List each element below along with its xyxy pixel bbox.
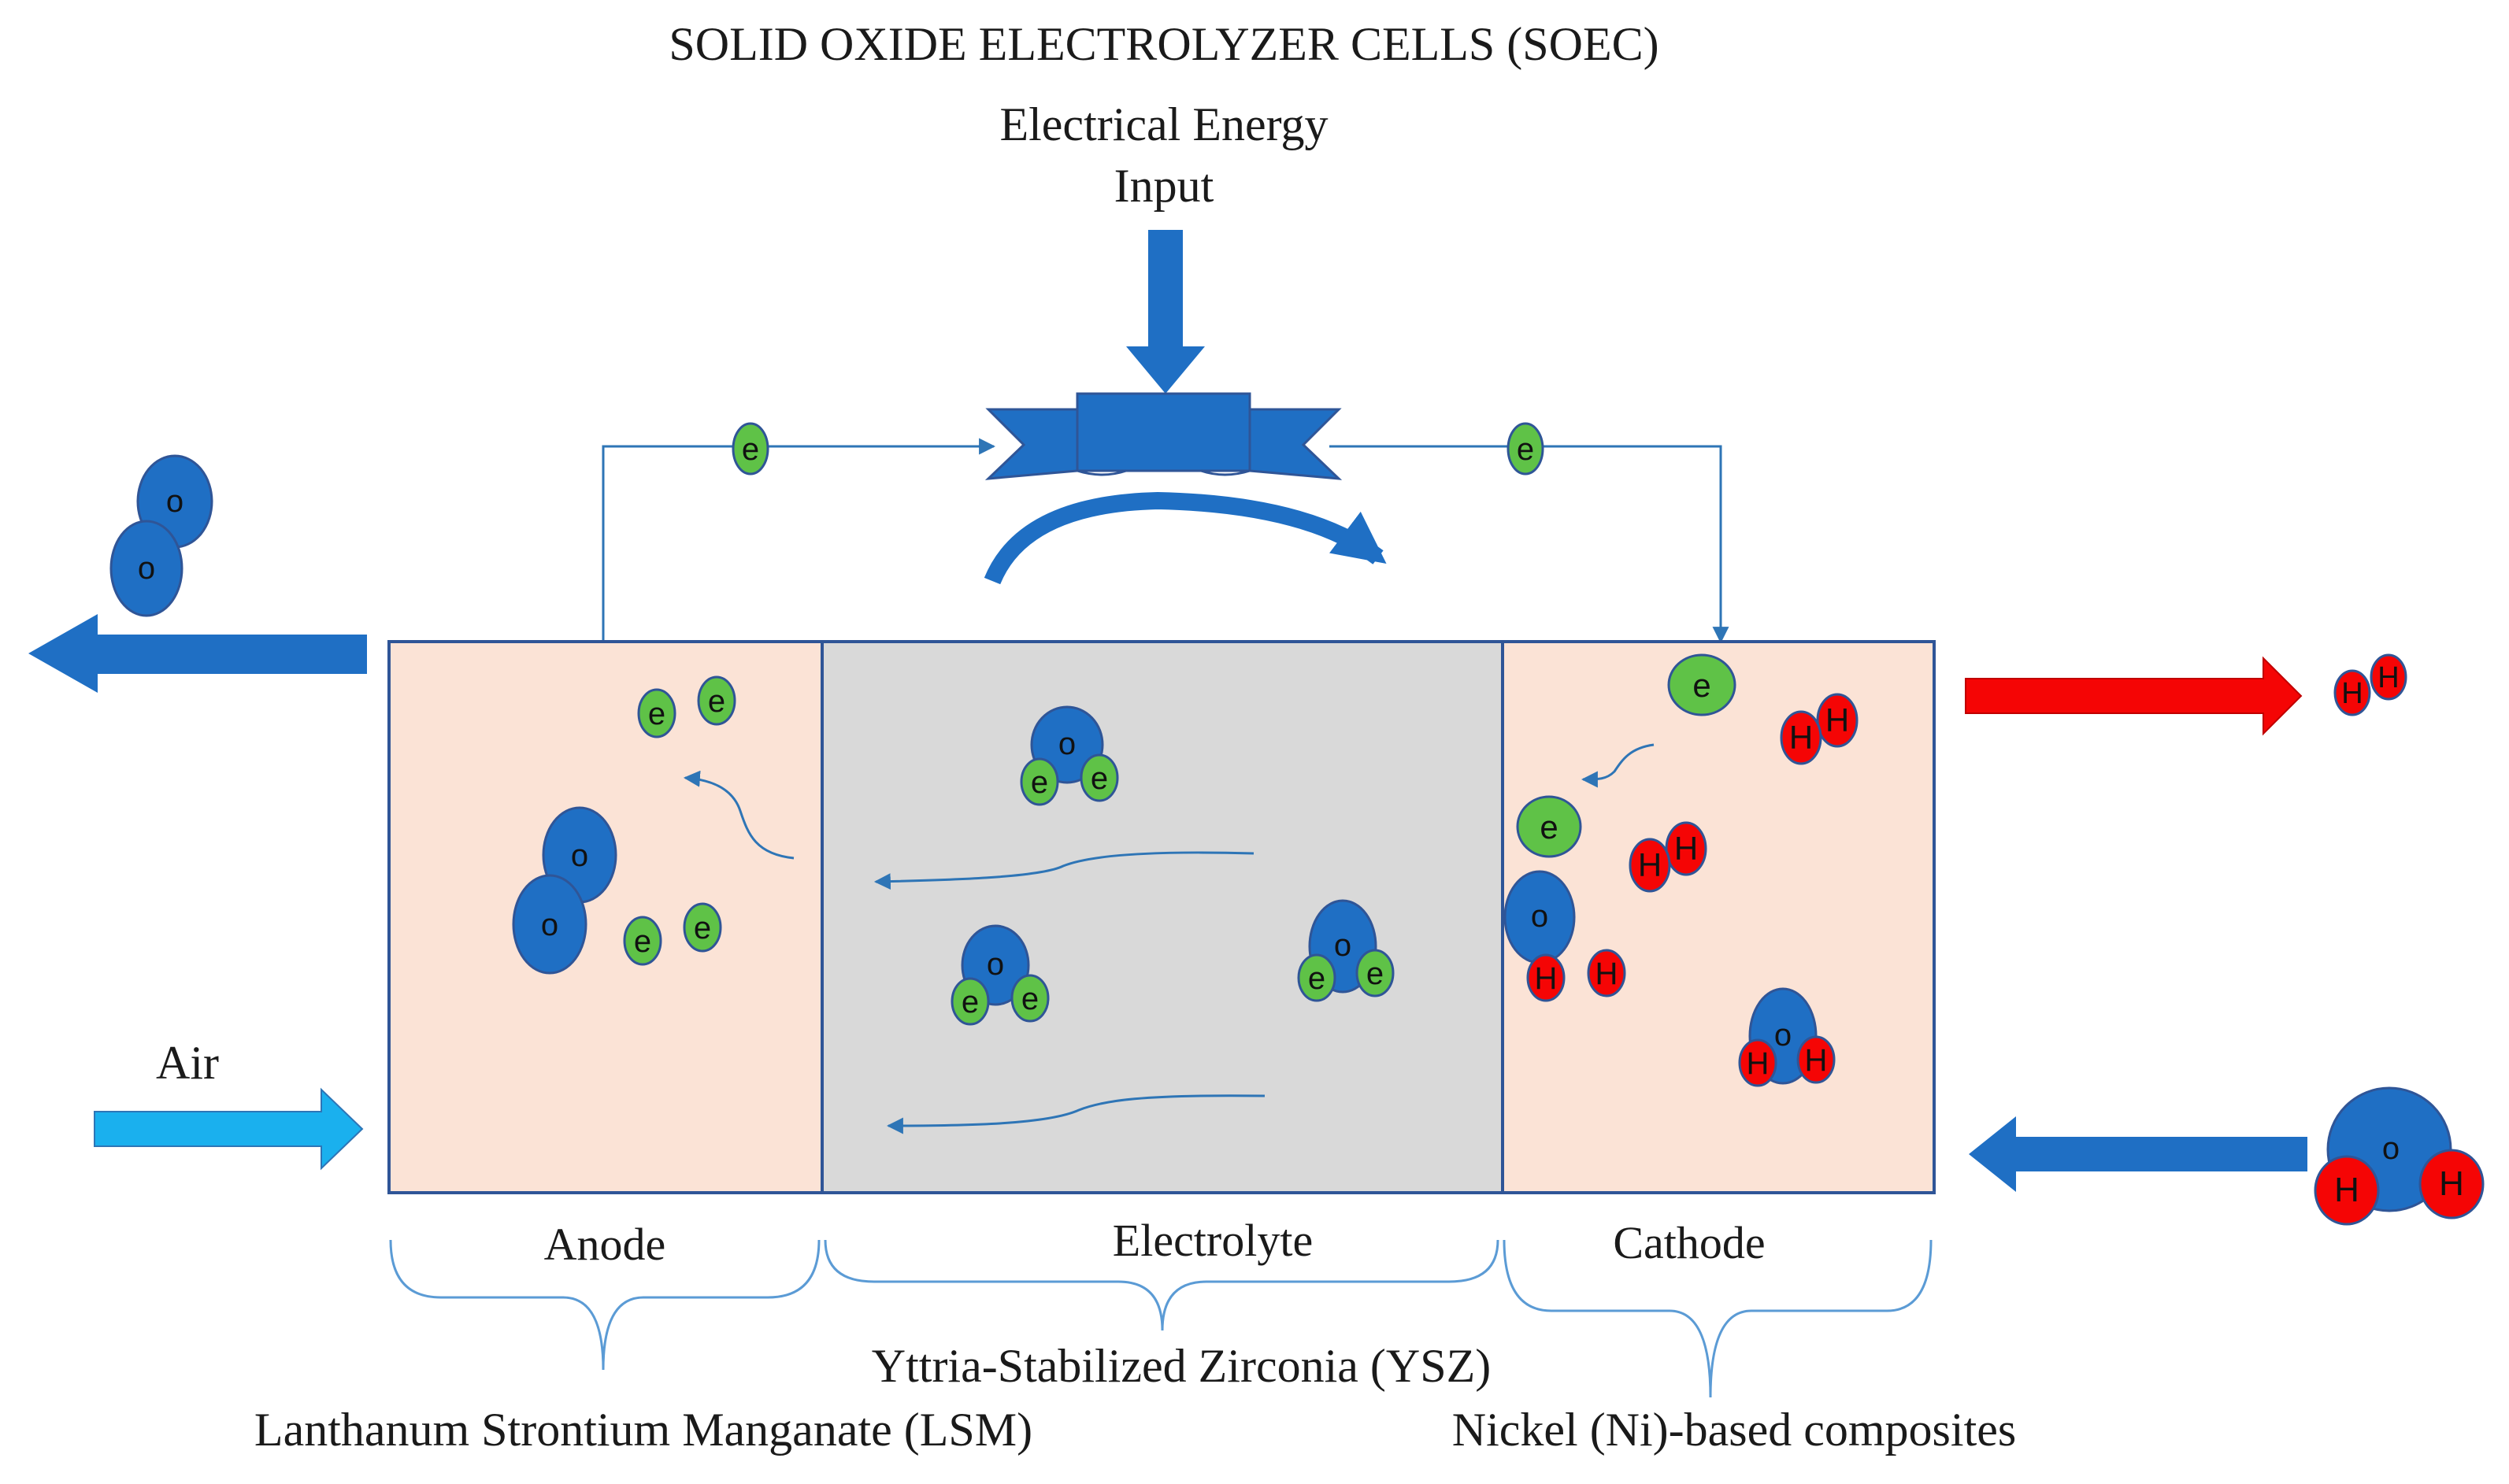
electron: e bbox=[637, 688, 676, 738]
cathode-material-label: Nickel (Ni)-based composites bbox=[1452, 1404, 2016, 1456]
svg-text:H: H bbox=[1595, 957, 1618, 991]
electrolyte-label: Electrolyte bbox=[1113, 1215, 1313, 1266]
svg-text:e: e bbox=[1366, 957, 1384, 991]
svg-text:H: H bbox=[1805, 1043, 1828, 1078]
hydrogen-symbol: H bbox=[2341, 677, 2363, 710]
hydrogen-out-arrow bbox=[1965, 656, 2303, 736]
svg-text:o: o bbox=[541, 908, 558, 942]
hydrogen-symbol: H bbox=[2439, 1164, 2464, 1203]
oxygen-molecule: o o bbox=[512, 806, 617, 975]
svg-text:o: o bbox=[1531, 899, 1548, 934]
electron: e bbox=[1667, 653, 1736, 716]
power-source-icon bbox=[984, 392, 1343, 480]
svg-text:H: H bbox=[1638, 846, 1662, 883]
svg-text:H: H bbox=[1747, 1046, 1770, 1081]
water-molecule: o H H bbox=[1738, 987, 1836, 1087]
svg-text:H: H bbox=[1535, 961, 1558, 996]
air-in-arrow bbox=[94, 1087, 364, 1171]
electrolyte-brace bbox=[824, 1239, 1499, 1331]
svg-text:o: o bbox=[1334, 928, 1351, 963]
electron: e bbox=[623, 916, 662, 966]
svg-text:e: e bbox=[1091, 761, 1108, 796]
energy-input-arrow bbox=[1126, 230, 1205, 394]
cathode-reaction-arrow bbox=[1581, 743, 1655, 788]
cathode-brace bbox=[1503, 1239, 1933, 1398]
oxygen-symbol: o bbox=[2382, 1131, 2400, 1166]
electron: e bbox=[683, 902, 722, 953]
svg-text:H: H bbox=[1825, 701, 1849, 738]
svg-text:H: H bbox=[1674, 830, 1698, 867]
oxide-ion: o e e bbox=[1297, 899, 1395, 1002]
svg-text:e: e bbox=[1308, 961, 1325, 996]
oxygen-symbol: o bbox=[166, 484, 183, 519]
oxide-ion: o e e bbox=[951, 924, 1050, 1026]
svg-text:o: o bbox=[1774, 1018, 1792, 1053]
oxygen-molecule-outlet: o o bbox=[109, 454, 213, 617]
electrolyte-region bbox=[821, 640, 1504, 1194]
energy-input-label-line2: Input bbox=[1114, 160, 1214, 212]
external-circuit bbox=[602, 438, 1729, 644]
water-molecule-inlet: o H H bbox=[2314, 1086, 2485, 1226]
svg-text:e: e bbox=[634, 924, 651, 959]
electron: e bbox=[1516, 795, 1582, 858]
svg-text:e: e bbox=[1692, 667, 1710, 704]
svg-text:e: e bbox=[962, 985, 979, 1020]
braces bbox=[389, 1239, 1933, 1398]
hydrogen-symbol: H bbox=[2377, 661, 2399, 694]
electrolyte-material-label: Yttria-Stabilized Zirconia (YSZ) bbox=[872, 1340, 1491, 1392]
svg-text:o: o bbox=[1058, 727, 1076, 761]
cathode-label: Cathode bbox=[1613, 1217, 1765, 1268]
svg-text:e: e bbox=[1540, 809, 1558, 846]
svg-text:e: e bbox=[694, 911, 711, 946]
ion-migration-arrows bbox=[873, 851, 1266, 1134]
oxygen-out-arrow bbox=[28, 614, 367, 693]
anode-region bbox=[387, 640, 824, 1194]
svg-text:e: e bbox=[708, 684, 725, 719]
steam-in-arrow bbox=[1969, 1116, 2307, 1192]
hydrogen-symbol: H bbox=[2334, 1171, 2359, 1209]
electron: e bbox=[1507, 422, 1544, 476]
svg-text:e: e bbox=[1031, 765, 1048, 800]
hydrogen-molecule: H H bbox=[1629, 821, 1707, 893]
svg-text:o: o bbox=[987, 947, 1004, 982]
anode-reaction-arrow bbox=[683, 770, 795, 860]
svg-text:e: e bbox=[1517, 432, 1534, 467]
svg-text:e: e bbox=[648, 697, 665, 731]
air-label: Air bbox=[156, 1037, 219, 1089]
svg-text:e: e bbox=[742, 432, 759, 467]
svg-text:e: e bbox=[1021, 982, 1039, 1016]
oxygen-symbol: o bbox=[138, 551, 155, 586]
anode-material-label: Lanthanum Strontium Manganate (LSM) bbox=[254, 1404, 1032, 1456]
oxide-ion: o e e bbox=[1020, 705, 1119, 806]
electron: e bbox=[732, 422, 769, 476]
hydrogen-molecule: H H bbox=[1780, 693, 1859, 765]
hydrogen-molecule-outlet: H H bbox=[2333, 653, 2407, 716]
diagram-title: SOLID OXIDE ELECTROLYZER CELLS (SOEC) bbox=[669, 18, 1658, 70]
svg-text:o: o bbox=[571, 838, 588, 873]
energy-input-label-line1: Electrical Energy bbox=[999, 98, 1328, 150]
anode-label: Anode bbox=[544, 1219, 666, 1270]
anode-brace bbox=[389, 1239, 821, 1371]
svg-text:H: H bbox=[1789, 719, 1813, 756]
water-molecule: o H H bbox=[1503, 870, 1626, 1002]
curved-flow-arrow bbox=[984, 491, 1387, 585]
electron: e bbox=[697, 675, 736, 726]
